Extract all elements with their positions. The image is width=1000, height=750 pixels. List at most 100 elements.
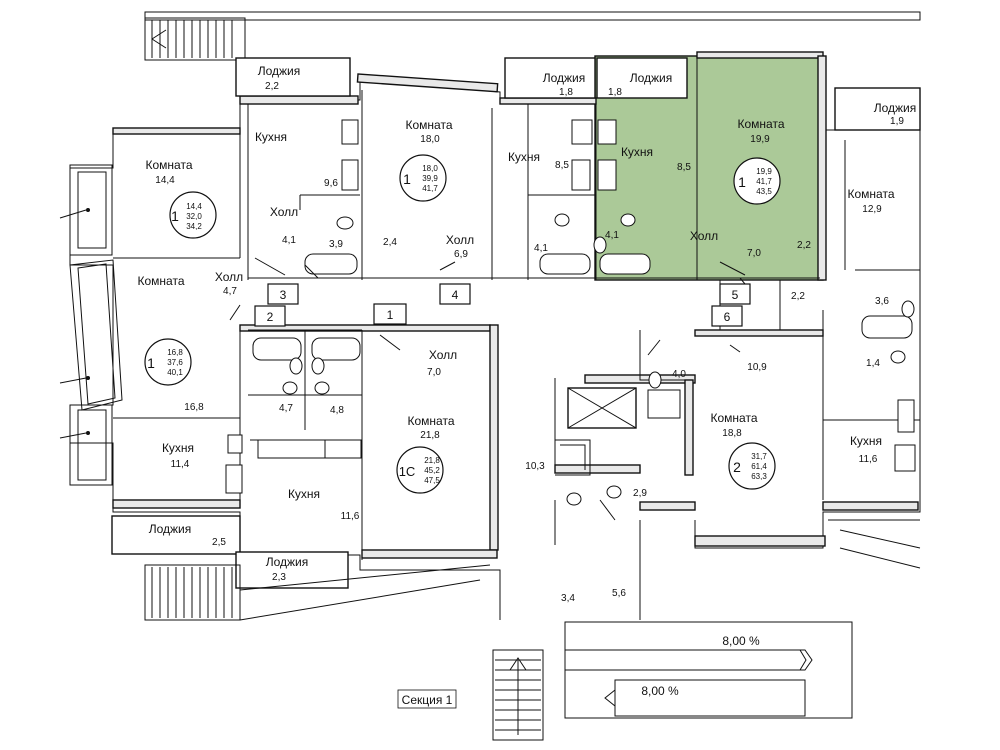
section-label: Секция 1 bbox=[402, 693, 453, 707]
entrance-label-5: 5 bbox=[732, 288, 739, 302]
room-area: 10,3 bbox=[525, 461, 545, 472]
entrance-box-4 bbox=[439, 283, 471, 305]
left-window-bays bbox=[59, 164, 123, 486]
lower-stair bbox=[144, 564, 544, 741]
entrance-label-1: 1 bbox=[387, 308, 394, 322]
svg-text:32,0: 32,0 bbox=[186, 212, 202, 221]
room-area: 6,9 bbox=[454, 249, 468, 260]
room-area: 18,0 bbox=[420, 134, 440, 145]
apartment-badge-3[interactable]: 1 18,0 39,9 41,7 bbox=[399, 154, 447, 202]
entrance-box-2 bbox=[254, 305, 286, 327]
ramp-slope-lower: 8,00 % bbox=[641, 684, 679, 698]
top-edge-strip bbox=[144, 11, 921, 21]
entrance-box-3 bbox=[267, 283, 299, 305]
room-name: Кухня bbox=[288, 487, 320, 501]
entrance-label-2: 2 bbox=[267, 310, 274, 324]
room-area: 1,8 bbox=[559, 87, 573, 98]
room-name: Лоджия bbox=[149, 522, 192, 536]
entrance-markers: 1 2 3 4 5 6 bbox=[254, 283, 751, 327]
apartment-badges: 1 14,4 32,0 34,2 1 16,8 37,6 40,1 1 18,0… bbox=[144, 154, 781, 494]
room-area: 1,9 bbox=[890, 116, 904, 127]
svg-text:1: 1 bbox=[147, 355, 155, 371]
room-name: Кухня bbox=[255, 130, 287, 144]
room-name: Комната bbox=[738, 117, 785, 131]
svg-text:45,2: 45,2 bbox=[424, 466, 440, 475]
svg-text:47,5: 47,5 bbox=[424, 476, 440, 485]
room-area: 7,0 bbox=[747, 248, 761, 259]
room-area: 4,1 bbox=[282, 235, 296, 246]
apartment-badge-6[interactable]: 2 31,7 61,4 63,3 bbox=[728, 442, 776, 490]
room-area: 9,6 bbox=[324, 178, 338, 189]
room-area: 16,8 bbox=[184, 402, 204, 413]
room-name: Кухня bbox=[621, 145, 653, 159]
room-name: Кухня bbox=[508, 150, 540, 164]
loggias bbox=[111, 57, 921, 589]
fixtures bbox=[225, 119, 916, 506]
room-name: Комната bbox=[138, 274, 185, 288]
room-area: 3,9 bbox=[329, 239, 343, 250]
room-area: 8,5 bbox=[677, 162, 691, 173]
room-name: Лоджия bbox=[266, 555, 309, 569]
room-area: 14,4 bbox=[155, 175, 175, 186]
room-area: 2,3 bbox=[272, 572, 286, 583]
room-name: Комната bbox=[848, 187, 895, 201]
room-name: Кухня bbox=[162, 441, 194, 455]
room-name: Комната bbox=[146, 158, 193, 172]
room-name: Комната bbox=[711, 411, 758, 425]
room-area: 4,0 bbox=[672, 369, 686, 380]
svg-text:34,2: 34,2 bbox=[186, 222, 202, 231]
room-area: 11,6 bbox=[859, 454, 878, 465]
apartment-badge-5[interactable]: 1С 21,8 45,2 47,5 bbox=[396, 446, 444, 494]
entrance-box-6 bbox=[711, 305, 743, 327]
room-area: 4,7 bbox=[223, 286, 237, 297]
room-area: 2,2 bbox=[791, 291, 805, 302]
room-name: Лоджия bbox=[258, 64, 301, 78]
apartment-badge-4-selected[interactable]: 1 19,9 41,7 43,5 bbox=[733, 157, 781, 205]
svg-text:1: 1 bbox=[403, 171, 411, 187]
svg-text:1: 1 bbox=[171, 208, 179, 224]
svg-text:37,6: 37,6 bbox=[167, 358, 183, 367]
room-area: 18,8 bbox=[722, 428, 742, 439]
room-area: 3,6 bbox=[875, 296, 889, 307]
svg-text:40,1: 40,1 bbox=[167, 368, 183, 377]
room-area: 2,4 bbox=[383, 237, 397, 248]
room-name: Холл bbox=[215, 270, 243, 284]
room-name: Холл bbox=[446, 233, 474, 247]
room-name: Кухня bbox=[850, 434, 882, 448]
room-name: Холл bbox=[270, 205, 298, 219]
svg-text:31,7: 31,7 bbox=[751, 452, 767, 461]
room-area: 2,9 bbox=[633, 488, 647, 499]
entrance-box-5 bbox=[719, 283, 751, 305]
room-name: Комната bbox=[408, 414, 455, 428]
room-area: 21,8 bbox=[420, 430, 440, 441]
svg-text:21,8: 21,8 bbox=[424, 456, 440, 465]
room-name: Холл bbox=[690, 229, 718, 243]
room-name: Лоджия bbox=[874, 101, 917, 115]
section-label-box bbox=[397, 689, 457, 709]
svg-text:18,0: 18,0 bbox=[422, 164, 438, 173]
svg-text:39,9: 39,9 bbox=[422, 174, 438, 183]
svg-text:63,3: 63,3 bbox=[751, 472, 767, 481]
svg-text:19,9: 19,9 bbox=[756, 167, 772, 176]
apartment-badge-2[interactable]: 1 16,8 37,6 40,1 bbox=[144, 338, 192, 386]
room-name: Холл bbox=[429, 348, 457, 362]
entrance-label-4: 4 bbox=[452, 288, 459, 302]
apartment-badge-1[interactable]: 1 14,4 32,0 34,2 bbox=[169, 191, 217, 239]
room-area: 2,5 bbox=[212, 537, 226, 548]
entrance-label-6: 6 bbox=[724, 310, 731, 324]
room-area: 19,9 bbox=[750, 134, 770, 145]
room-area: 11,4 bbox=[171, 459, 190, 470]
svg-text:61,4: 61,4 bbox=[751, 462, 767, 471]
room-area: 5,6 bbox=[612, 588, 626, 599]
room-name: Лоджия bbox=[543, 71, 586, 85]
room-area: 12,9 bbox=[862, 204, 882, 215]
ramps bbox=[564, 621, 853, 719]
ramp-slope-upper: 8,00 % bbox=[722, 634, 760, 648]
room-area: 4,1 bbox=[605, 230, 619, 241]
room-area: 4,1 bbox=[534, 243, 548, 254]
room-area: 11,6 bbox=[341, 511, 360, 522]
door-swings bbox=[229, 257, 751, 521]
room-area: 1,4 bbox=[866, 358, 880, 369]
room-area: 2,2 bbox=[797, 240, 811, 251]
